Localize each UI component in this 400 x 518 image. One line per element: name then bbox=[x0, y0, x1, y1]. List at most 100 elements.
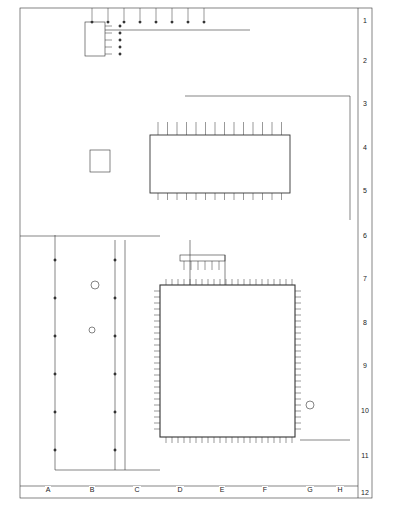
pin-lead bbox=[202, 437, 203, 443]
junction-dot bbox=[54, 411, 56, 413]
junction-dot bbox=[155, 21, 157, 23]
pin-lead bbox=[295, 393, 301, 394]
pin-lead bbox=[154, 315, 160, 316]
junction-dot bbox=[114, 297, 116, 299]
pin-lead bbox=[215, 193, 216, 200]
pin-lead bbox=[205, 193, 206, 200]
pin-lead bbox=[253, 122, 254, 135]
pin-lead bbox=[280, 437, 281, 443]
wire bbox=[190, 240, 191, 285]
grid-row-number: 10 bbox=[360, 407, 370, 414]
pin-lead bbox=[166, 437, 167, 443]
pin-lead bbox=[295, 315, 301, 316]
pin-lead bbox=[154, 297, 160, 298]
pin-lead bbox=[172, 8, 173, 20]
pin-lead bbox=[281, 193, 282, 200]
pin-lead bbox=[172, 279, 173, 285]
pin-lead bbox=[105, 26, 112, 27]
pin-lead bbox=[154, 393, 160, 394]
wire bbox=[20, 236, 160, 237]
pin-lead bbox=[178, 279, 179, 285]
pin-lead bbox=[219, 261, 220, 270]
pin-lead bbox=[295, 405, 301, 406]
junction-dot bbox=[54, 449, 56, 451]
pin-lead bbox=[295, 345, 301, 346]
pin-lead bbox=[196, 437, 197, 443]
pin-lead bbox=[208, 279, 209, 285]
pin-lead bbox=[272, 193, 273, 200]
pin-lead bbox=[250, 437, 251, 443]
pin-lead bbox=[281, 122, 282, 135]
junction-dot bbox=[114, 259, 116, 261]
junction-dot bbox=[114, 449, 116, 451]
grid-row-number: 2 bbox=[362, 57, 368, 64]
small-ic-body bbox=[90, 150, 110, 172]
pin-lead bbox=[158, 122, 159, 135]
pin-lead bbox=[292, 437, 293, 443]
pin-lead bbox=[172, 437, 173, 443]
junction-dot bbox=[139, 21, 141, 23]
pin-lead bbox=[154, 387, 160, 388]
pin-lead bbox=[220, 279, 221, 285]
grid-row-number: 11 bbox=[360, 452, 369, 459]
pin-lead bbox=[167, 193, 168, 200]
pin-lead bbox=[295, 309, 301, 310]
junction-dot bbox=[114, 335, 116, 337]
pin-lead bbox=[158, 193, 159, 200]
grid-row-number: 4 bbox=[362, 144, 368, 151]
wire bbox=[55, 235, 56, 470]
junction-dot bbox=[203, 21, 205, 23]
pin-lead bbox=[295, 297, 301, 298]
pin-lead bbox=[178, 437, 179, 443]
pin-lead bbox=[188, 8, 189, 20]
pin-lead bbox=[196, 122, 197, 135]
grid-strip bbox=[358, 8, 359, 498]
capacitor-symbol bbox=[91, 281, 99, 289]
wire bbox=[350, 96, 351, 220]
junction-dot bbox=[119, 53, 121, 55]
grid-column-letter: E bbox=[219, 486, 226, 493]
crystal-symbol bbox=[306, 401, 314, 409]
pin-lead bbox=[295, 291, 301, 292]
pin-lead bbox=[295, 375, 301, 376]
pin-lead bbox=[295, 411, 301, 412]
upper-ic-body bbox=[150, 135, 290, 193]
pin-lead bbox=[214, 437, 215, 443]
junction-dot bbox=[187, 21, 189, 23]
pin-lead bbox=[196, 193, 197, 200]
pin-lead bbox=[215, 122, 216, 135]
wire bbox=[185, 96, 350, 97]
sheet-frame bbox=[20, 8, 372, 498]
pin-lead bbox=[154, 291, 160, 292]
pin-lead bbox=[295, 327, 301, 328]
junction-dot bbox=[54, 373, 56, 375]
grid-column-letter: B bbox=[89, 486, 96, 493]
capacitor-symbol bbox=[89, 327, 95, 333]
junction-dot bbox=[119, 32, 121, 34]
pin-lead bbox=[268, 279, 269, 285]
pin-lead bbox=[92, 8, 93, 20]
pin-lead bbox=[208, 437, 209, 443]
grid-column-letter: F bbox=[262, 486, 268, 493]
pin-lead bbox=[184, 437, 185, 443]
pin-lead bbox=[154, 369, 160, 370]
pin-lead bbox=[295, 303, 301, 304]
main-ic-body bbox=[160, 285, 295, 437]
connector-body bbox=[85, 22, 105, 56]
pin-lead bbox=[154, 339, 160, 340]
pin-lead bbox=[244, 279, 245, 285]
pin-lead bbox=[224, 193, 225, 200]
pin-lead bbox=[154, 375, 160, 376]
pin-lead bbox=[224, 122, 225, 135]
pin-lead bbox=[154, 351, 160, 352]
pin-lead bbox=[256, 279, 257, 285]
junction-dot bbox=[107, 21, 109, 23]
junction-dot bbox=[54, 297, 56, 299]
pin-lead bbox=[124, 8, 125, 20]
pin-lead bbox=[177, 193, 178, 200]
pin-lead bbox=[154, 405, 160, 406]
junction-dot bbox=[114, 373, 116, 375]
wire bbox=[115, 240, 116, 470]
pin-lead bbox=[154, 399, 160, 400]
pin-lead bbox=[140, 8, 141, 20]
